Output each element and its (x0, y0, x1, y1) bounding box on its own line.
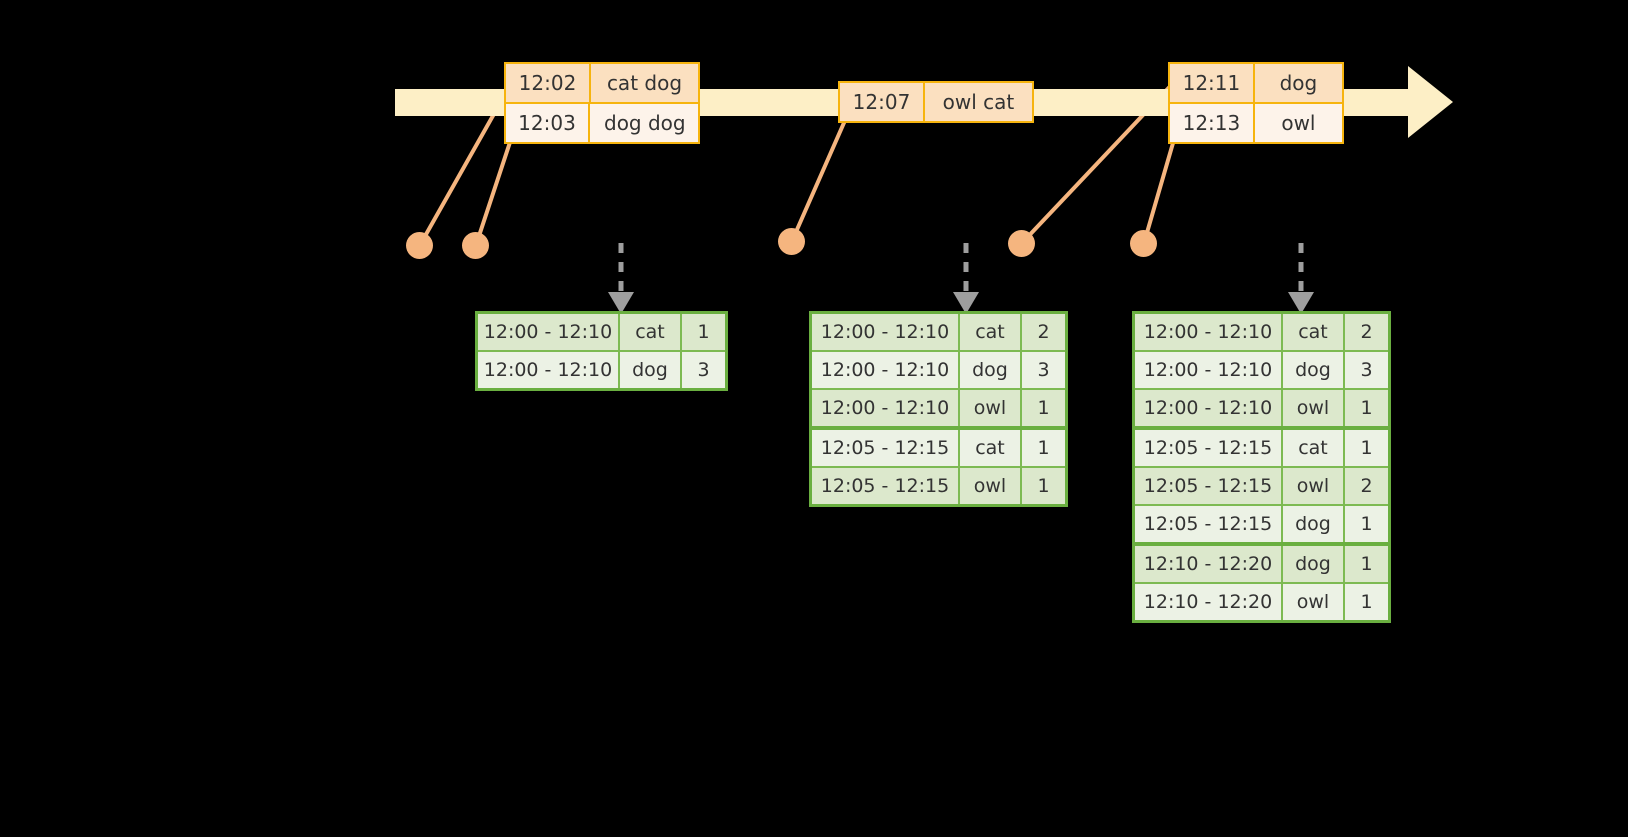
event-text: owl (1254, 104, 1342, 142)
event-text: cat dog (590, 64, 698, 102)
event-time: 12:13 (1170, 104, 1255, 142)
event-group-1[interactable]: 12:02 cat dog 12:03 dog dog (504, 62, 700, 144)
cell-word: cat (620, 314, 682, 350)
cell-window-range: 12:00 - 12:10 (1135, 314, 1283, 350)
cell-count: 1 (1345, 390, 1388, 426)
event-dot-1 (406, 232, 433, 259)
event-group-2[interactable]: 12:07 owl cat (838, 81, 1034, 123)
cell-word: owl (960, 390, 1022, 426)
cell-window-range: 12:00 - 12:10 (1135, 390, 1283, 426)
cell-window-range: 12:00 - 12:10 (812, 390, 960, 426)
cell-window-range: 12:00 - 12:10 (812, 314, 960, 350)
cell-word: owl (1283, 468, 1345, 504)
cell-count: 1 (1022, 390, 1065, 426)
cell-count: 2 (1022, 314, 1065, 350)
event-row[interactable]: 12:03 dog dog (506, 102, 698, 142)
event-dot-2 (462, 232, 489, 259)
event-dot-3 (778, 228, 805, 255)
event-time: 12:07 (840, 83, 925, 121)
cell-window-range: 12:05 - 12:15 (1135, 430, 1283, 466)
cell-word: dog (960, 352, 1022, 388)
cell-window-range: 12:10 - 12:20 (1135, 584, 1283, 620)
cell-window-range: 12:00 - 12:10 (812, 352, 960, 388)
cell-window-range: 12:05 - 12:15 (1135, 468, 1283, 504)
cell-word: dog (1283, 352, 1345, 388)
cell-count: 2 (1345, 468, 1388, 504)
event-dot-5 (1130, 230, 1157, 257)
cell-count: 1 (1345, 546, 1388, 582)
cell-word: dog (1283, 546, 1345, 582)
cell-word: cat (1283, 430, 1345, 466)
event-text: dog dog (590, 104, 698, 142)
cell-window-range: 12:05 - 12:15 (1135, 506, 1283, 542)
cell-window-range: 12:05 - 12:15 (812, 430, 960, 466)
cell-count: 3 (682, 352, 725, 388)
timeline-arrow-head (1408, 66, 1453, 138)
cell-word: owl (960, 468, 1022, 504)
cell-word: owl (1283, 584, 1345, 620)
event-row[interactable]: 12:11 dog (1170, 64, 1342, 102)
cell-window-range: 12:10 - 12:20 (1135, 546, 1283, 582)
cell-word: cat (1283, 314, 1345, 350)
event-dot-4 (1008, 230, 1035, 257)
cell-window-range: 12:00 - 12:10 (1135, 352, 1283, 388)
cell-word: owl (1283, 390, 1345, 426)
cell-word: dog (1283, 506, 1345, 542)
cell-window-range: 12:00 - 12:10 (478, 352, 620, 388)
cell-window-range: 12:00 - 12:10 (478, 314, 620, 350)
event-row[interactable]: 12:13 owl (1170, 102, 1342, 142)
event-row[interactable]: 12:07 owl cat (840, 83, 1032, 121)
cell-count: 1 (682, 314, 725, 350)
cell-count: 3 (1022, 352, 1065, 388)
cell-count: 1 (1345, 584, 1388, 620)
cell-count: 3 (1345, 352, 1388, 388)
event-row[interactable]: 12:02 cat dog (506, 64, 698, 102)
event-time: 12:03 (506, 104, 590, 142)
cell-count: 2 (1345, 314, 1388, 350)
cell-count: 1 (1345, 430, 1388, 466)
cell-word: cat (960, 314, 1022, 350)
event-group-3[interactable]: 12:11 dog 12:13 owl (1168, 62, 1344, 144)
event-time: 12:11 (1170, 64, 1255, 102)
cell-word: cat (960, 430, 1022, 466)
event-text: dog (1254, 64, 1342, 102)
cell-word: dog (620, 352, 682, 388)
cell-count: 1 (1022, 430, 1065, 466)
cell-window-range: 12:05 - 12:15 (812, 468, 960, 504)
cell-count: 1 (1022, 468, 1065, 504)
event-text: owl cat (924, 83, 1032, 121)
event-time: 12:02 (506, 64, 591, 102)
cell-count: 1 (1345, 506, 1388, 542)
